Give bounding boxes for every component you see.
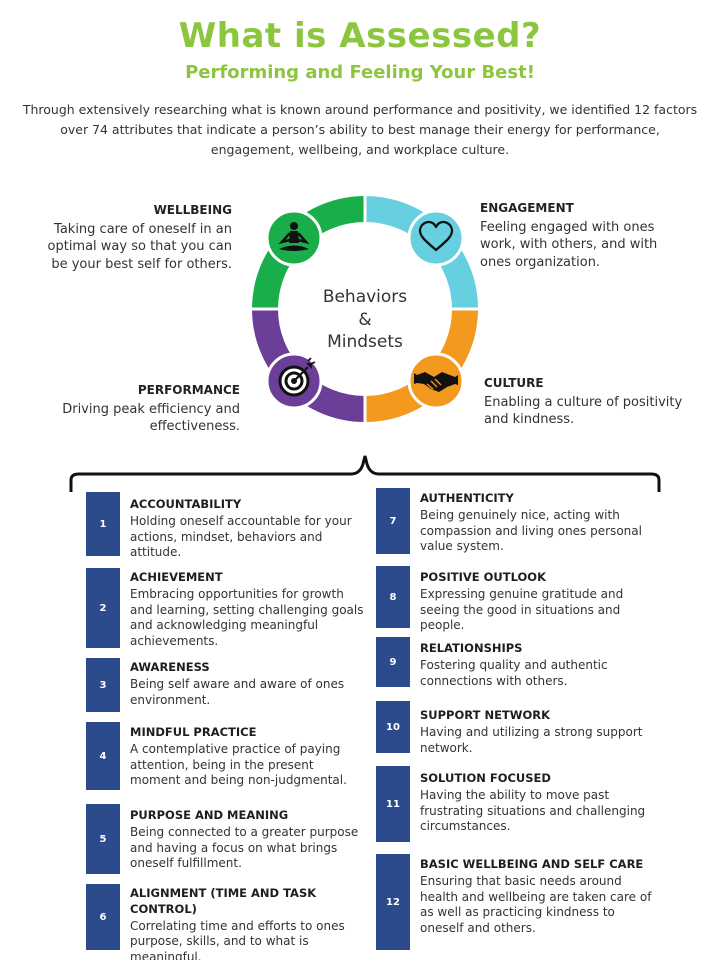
wheel-center-line-3: Mindsets bbox=[327, 332, 403, 352]
engagement-heading: ENGAGEMENT bbox=[480, 201, 574, 215]
wheel-center-line-2: & bbox=[358, 309, 372, 330]
factor-title: PURPOSE AND MEANING bbox=[130, 808, 289, 822]
factor-description: Expressing genuine gratitude and seeing … bbox=[420, 586, 624, 633]
factor-number-badge: 5 bbox=[86, 804, 120, 874]
factor-description: Being genuinely nice, acting with compas… bbox=[420, 507, 642, 554]
engagement-quadrant: ENGAGEMENT Feeling engaged with ones wor… bbox=[480, 200, 685, 271]
factor-description: A contemplative practice of paying atten… bbox=[130, 741, 347, 788]
wellbeing-heading: WELLBEING bbox=[153, 203, 232, 217]
meditation-icon bbox=[265, 209, 323, 267]
factor-description: Having and utilizing a strong support ne… bbox=[420, 724, 643, 755]
factor-description: Ensuring that basic needs around health … bbox=[420, 873, 652, 936]
factor-title: SUPPORT NETWORK bbox=[420, 708, 550, 722]
target-icon bbox=[265, 352, 323, 410]
factor-description: Having the ability to move past frustrat… bbox=[420, 787, 646, 834]
performance-description: Driving peak efficiency and effectivenes… bbox=[62, 401, 240, 435]
factor-number-badge: 7 bbox=[376, 488, 410, 554]
page-title: What is Assessed? bbox=[178, 16, 542, 56]
factor-title: ACHIEVEMENT bbox=[130, 570, 223, 584]
factor-number-badge: 12 bbox=[376, 854, 410, 950]
culture-quadrant: CULTURE Enabling a culture of positivity… bbox=[484, 375, 689, 429]
factor-description: Embracing opportunities for growth and l… bbox=[130, 586, 364, 649]
factor-title: AWARENESS bbox=[130, 660, 210, 674]
factor-number-badge: 2 bbox=[86, 568, 120, 648]
factor-description: Being self aware and aware of ones envir… bbox=[130, 676, 345, 707]
culture-description: Enabling a culture of positivity and kin… bbox=[484, 394, 683, 428]
factor-number-badge: 10 bbox=[376, 701, 410, 753]
factor-number-badge: 1 bbox=[86, 492, 120, 556]
factor-description: Being connected to a greater purpose and… bbox=[130, 824, 359, 871]
factor-title: ACCOUNTABILITY bbox=[130, 497, 242, 511]
factor-number-badge: 11 bbox=[376, 766, 410, 842]
factor-number-badge: 6 bbox=[86, 884, 120, 950]
factor-description: Holding oneself accountable for your act… bbox=[130, 513, 352, 560]
factor-title: AUTHENTICITY bbox=[420, 491, 514, 505]
wellbeing-description: Taking care of oneself in an optimal way… bbox=[47, 221, 232, 272]
factor-title: POSITIVE OUTLOOK bbox=[420, 570, 546, 584]
factor-number-badge: 3 bbox=[86, 658, 120, 712]
factor-title: ALIGNMENT (TIME AND TASK CONTROL) bbox=[130, 886, 317, 916]
factor-title: RELATIONSHIPS bbox=[420, 641, 523, 655]
performance-heading: PERFORMANCE bbox=[137, 383, 240, 397]
factor-title: SOLUTION FOCUSED bbox=[420, 771, 551, 785]
performance-quadrant: PERFORMANCE Driving peak efficiency and … bbox=[40, 382, 240, 436]
factor-title: MINDFUL PRACTICE bbox=[130, 725, 257, 739]
factor-number-badge: 4 bbox=[86, 722, 120, 790]
behaviors-mindsets-wheel bbox=[250, 194, 480, 424]
factor-description: Fostering quality and authentic connecti… bbox=[420, 657, 608, 688]
factor-number-badge: 9 bbox=[376, 637, 410, 687]
culture-heading: CULTURE bbox=[484, 376, 544, 390]
engagement-description: Feeling engaged with ones work, with oth… bbox=[480, 219, 658, 270]
intro-paragraph: Through extensively researching what is … bbox=[22, 102, 698, 157]
factor-number-badge: 8 bbox=[376, 566, 410, 628]
page-subtitle: Performing and Feeling Your Best! bbox=[185, 62, 535, 83]
curly-bracket bbox=[69, 455, 661, 492]
wheel-center-label: Behaviors & Mindsets bbox=[300, 286, 430, 354]
wellbeing-quadrant: WELLBEING Taking care of oneself in an o… bbox=[40, 202, 232, 273]
heart-icon bbox=[407, 209, 465, 267]
factor-description: Correlating time and efforts to ones pur… bbox=[130, 918, 345, 960]
factor-title: BASIC WELLBEING AND SELF CARE bbox=[420, 857, 644, 871]
wheel-center-line-1: Behaviors bbox=[322, 287, 408, 307]
handshake-icon bbox=[407, 352, 465, 410]
